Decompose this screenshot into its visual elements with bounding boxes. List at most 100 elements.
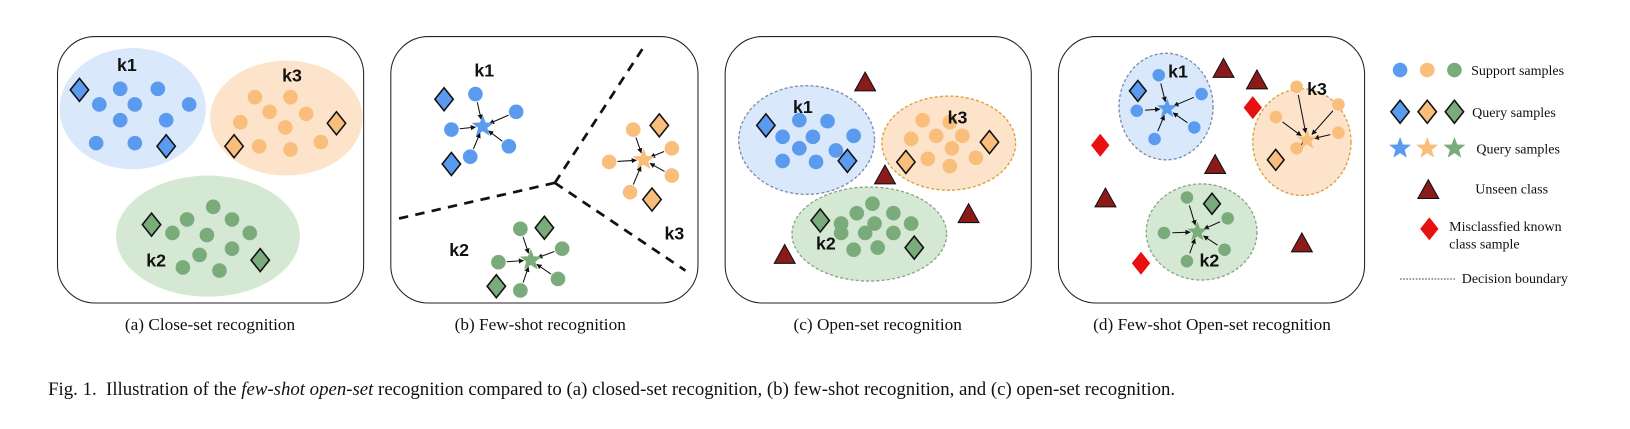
support-sample: [179, 212, 195, 227]
support-sample: [224, 241, 240, 256]
support-sample: [625, 122, 641, 137]
misclassified-sample: [1243, 96, 1262, 120]
support-sample: [903, 131, 919, 147]
support-sample: [181, 97, 197, 112]
query-sample: [223, 133, 245, 160]
support-sample: [468, 86, 483, 102]
support-sample: [127, 97, 143, 112]
query-sample: [1444, 99, 1465, 125]
caption-c: (c) Open-set recognition: [794, 315, 963, 334]
unseen-class-sample: [873, 164, 897, 185]
support-sample: [1332, 126, 1345, 139]
support-sample: [277, 120, 293, 135]
support-sample: [1152, 68, 1166, 82]
support-sample: [165, 225, 180, 241]
support-sample: [865, 196, 880, 212]
unseen-class-sample: [1245, 68, 1269, 90]
arrow: [472, 132, 481, 150]
figure-caption-italic: few-shot open-set: [241, 379, 374, 400]
misclassified-sample: [1420, 217, 1439, 241]
class-label-k1: k1: [793, 97, 813, 117]
panel-open-set: [724, 36, 1032, 304]
support-sample: [622, 184, 638, 200]
figure-caption: Fig. 1. Illustration of the few-shot ope…: [48, 379, 1175, 400]
support-sample: [262, 104, 277, 120]
arrow: [1297, 94, 1308, 134]
query-sample: [895, 149, 917, 175]
support-sample: [1290, 80, 1303, 93]
support-sample: [886, 225, 901, 241]
support-sample: [846, 242, 861, 258]
arrow: [1203, 221, 1221, 230]
support-sample: [501, 138, 517, 154]
support-sample: [886, 205, 901, 221]
support-sample: [1392, 62, 1408, 78]
legend-boundary-label: Decision boundary: [1462, 272, 1568, 287]
arrow: [617, 157, 637, 164]
class-label-k1: k1: [1168, 61, 1188, 81]
decision-boundary: [394, 181, 556, 221]
prototype-star: [1187, 221, 1208, 241]
support-sample: [491, 254, 506, 270]
class-label-k1: k1: [474, 60, 494, 80]
class-label-k3: k3: [948, 107, 968, 127]
support-sample: [867, 216, 882, 231]
query-sample: [755, 112, 777, 139]
unseen-class-sample: [1290, 231, 1314, 253]
arrow: [1172, 112, 1188, 124]
support-sample: [955, 128, 970, 144]
misclassified-sample: [1131, 251, 1151, 275]
support-sample: [283, 142, 298, 157]
legend-unseen-label: Unseen class: [1475, 182, 1548, 197]
support-sample: [775, 153, 790, 169]
figure-caption-prefix: Fig. 1. Illustration of the: [48, 379, 241, 400]
labels: k1 k3 k2 k1 k3 k2 k1 k3 k2 k1 k3 k2: [117, 55, 1327, 270]
unseen-class-sample: [773, 243, 797, 264]
prototype-star: [519, 248, 542, 270]
support-sample: [849, 205, 865, 221]
support-sample: [247, 89, 263, 105]
unseen-class-sample: [957, 202, 980, 224]
query-sample: [141, 211, 162, 238]
support-sample: [1447, 62, 1462, 78]
support-sample: [550, 271, 566, 287]
arrow: [522, 266, 530, 283]
support-sample: [808, 154, 824, 170]
arrow: [476, 102, 483, 120]
support-sample: [833, 225, 849, 241]
prototype-star: [1297, 129, 1318, 149]
arrow: [488, 130, 503, 142]
support-sample: [846, 128, 861, 144]
query-sample: [250, 247, 271, 273]
support-sample: [805, 129, 821, 145]
legend-misclassified-label-2: class sample: [1449, 238, 1519, 253]
support-sample: [224, 212, 240, 227]
support-sample: [242, 225, 258, 241]
query-sample: [1202, 192, 1222, 216]
support-sample: [1157, 226, 1171, 240]
query-sample: [486, 273, 507, 300]
legend-text: Support samples Query samples Query samp…: [1449, 64, 1568, 287]
query-sample: [649, 112, 670, 139]
arrow: [1282, 121, 1302, 137]
query-sample: [1128, 79, 1148, 103]
class-label-k2: k2: [449, 240, 469, 260]
query-sample: [441, 151, 462, 177]
support-sample: [112, 112, 128, 128]
support-sample: [792, 141, 807, 156]
unseen-class-sample: [853, 71, 877, 92]
class-label-k2: k2: [1199, 250, 1219, 270]
arrow: [1203, 235, 1218, 246]
panel-frame: [56, 36, 365, 304]
support-sample: [920, 151, 936, 167]
support-sample: [1332, 98, 1345, 111]
panel-few-shot-open-set: [1057, 36, 1366, 304]
support-sample: [857, 225, 873, 241]
query-sample: [155, 133, 177, 160]
unseen-class-sample: [1212, 57, 1235, 78]
support-sample: [928, 128, 944, 144]
arrow: [1311, 110, 1334, 135]
support-sample: [205, 199, 221, 215]
support-sample: [283, 89, 298, 105]
panel-frame: [724, 36, 1032, 304]
